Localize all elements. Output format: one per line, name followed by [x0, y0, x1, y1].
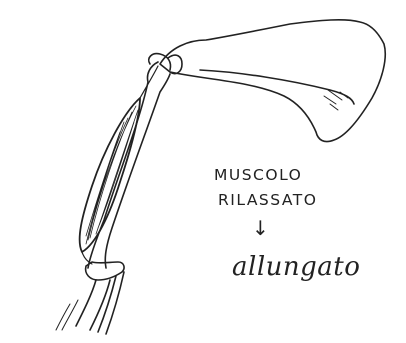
scapula-hatch: [324, 90, 348, 110]
label-muscolo: MUSCOLO: [214, 166, 302, 184]
scapula: [160, 20, 385, 142]
radius: [76, 280, 110, 330]
arrow-down-icon: ↓: [252, 216, 269, 240]
label-allungato: allungato: [232, 252, 360, 282]
forearm-lines: [56, 300, 78, 330]
label-rilassato: RILASSATO: [218, 191, 317, 209]
scapula-ridge: [200, 70, 354, 104]
